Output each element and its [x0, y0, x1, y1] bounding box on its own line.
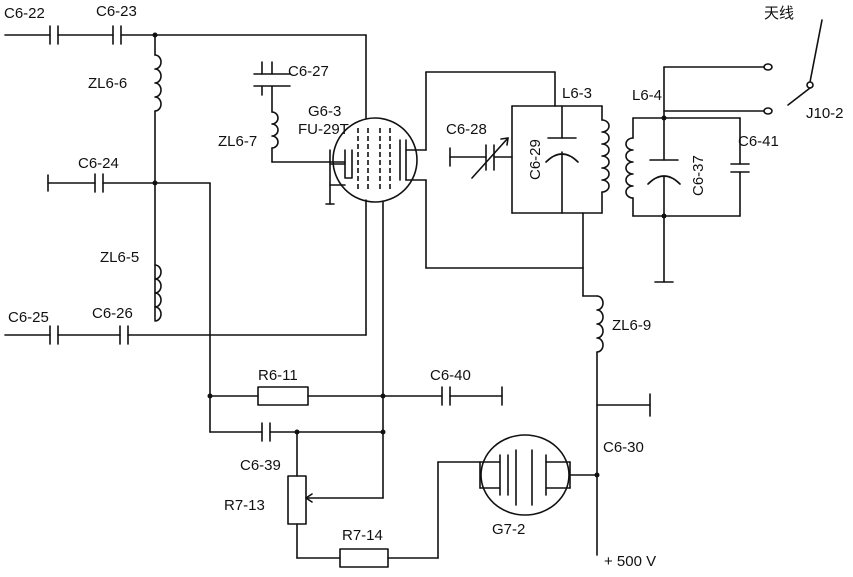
resistor-r7-13 — [287, 431, 384, 559]
tube-g7-2 — [479, 434, 598, 516]
bottom-input-line — [4, 199, 367, 345]
label-c6-23: C6-23 — [96, 3, 137, 20]
label-r7-13: R7-13 — [224, 497, 265, 514]
label-c6-39: C6-39 — [240, 457, 281, 474]
label-r7-14: R7-14 — [342, 527, 383, 544]
label-l6-3: L6-3 — [562, 85, 592, 102]
tube-g6-3 — [325, 117, 427, 499]
inductor-zl6-6 — [154, 34, 162, 321]
output-circuit — [625, 63, 773, 283]
inductor-zl6-9 — [582, 295, 604, 556]
label-c6-41: C6-41 — [738, 133, 779, 150]
resistor-r6-11 — [209, 386, 443, 406]
resistor-r7-14 — [296, 461, 481, 568]
label-l6-4: L6-4 — [632, 87, 662, 104]
label-c6-28: C6-28 — [446, 121, 487, 138]
label-g7-2: G7-2 — [492, 521, 525, 538]
inductor-zl6-5 — [154, 264, 162, 322]
label-zl6-7: ZL6-7 — [218, 133, 257, 150]
label-c6-40: C6-40 — [430, 367, 471, 384]
label-c6-22: C6-22 — [4, 5, 45, 22]
capacitor-c6-27 — [253, 61, 291, 113]
label-j10-2: J10-2 — [806, 105, 844, 122]
capacitor-c6-39 — [209, 422, 384, 442]
label-c6-30: C6-30 — [603, 439, 644, 456]
label-c6-37: C6-37 — [690, 155, 707, 196]
label-antenna: 天线 — [764, 5, 794, 22]
tank-circuit — [425, 71, 610, 297]
label-c6-27: C6-27 — [288, 63, 329, 80]
label-r6-11: R6-11 — [258, 367, 298, 384]
label-zl6-9: ZL6-9 — [612, 317, 651, 334]
label-zl6-6: ZL6-6 — [88, 75, 127, 92]
label-c6-25: C6-25 — [8, 309, 49, 326]
top-input-line — [4, 25, 367, 119]
label-fu-29t: FU-29T — [298, 121, 349, 138]
label-zl6-5: ZL6-5 — [100, 249, 139, 266]
capacitor-c6-40 — [441, 386, 503, 406]
label-c6-24: C6-24 — [78, 155, 119, 172]
label-c6-29: C6-29 — [527, 139, 544, 180]
c6-24-line — [47, 173, 211, 433]
label-c6-26: C6-26 — [92, 305, 133, 322]
capacitor-c6-30 — [596, 393, 651, 417]
label-g6-3: G6-3 — [308, 103, 341, 120]
switch-j10-2 — [787, 19, 823, 106]
label-supply: + 500 V — [604, 553, 656, 570]
